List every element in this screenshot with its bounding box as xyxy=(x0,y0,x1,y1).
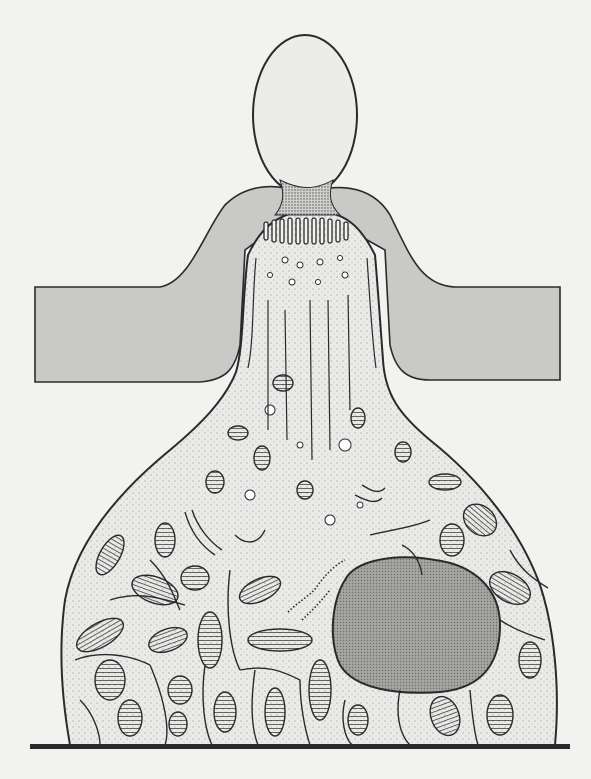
apical-bulb xyxy=(253,35,357,195)
nucleus xyxy=(333,557,500,692)
basement-membrane xyxy=(30,744,570,749)
microvilli-row xyxy=(264,218,348,244)
